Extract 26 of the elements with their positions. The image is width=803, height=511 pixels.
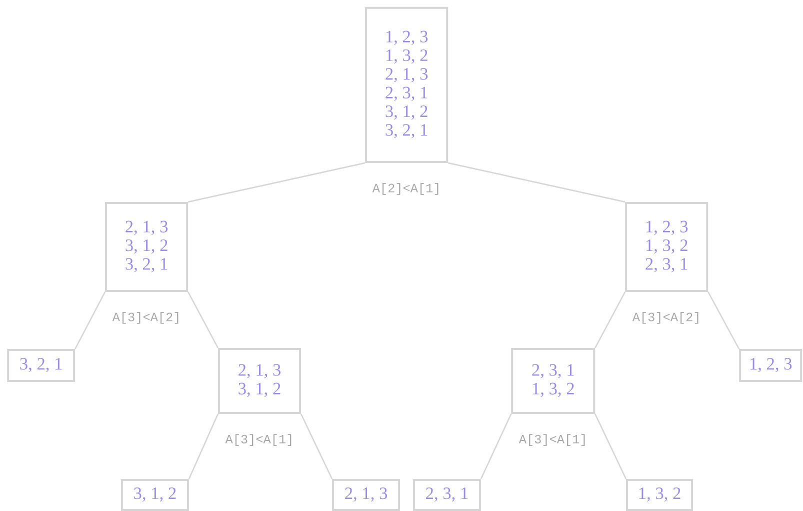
leaf-box: 2, 1, 3 xyxy=(332,478,400,511)
sequence-box: 2, 3, 1 1, 3, 2 xyxy=(511,348,596,414)
tree-branch xyxy=(74,292,106,350)
tree-branch xyxy=(188,414,219,480)
comparison-label: A[3]<A[2] xyxy=(112,312,178,324)
tree-branch xyxy=(300,414,333,480)
leaf-box: 3, 1, 2 xyxy=(120,478,189,511)
sequence-box: 1, 2, 3 1, 3, 2 2, 3, 1 xyxy=(625,202,708,292)
sequence-box: 2, 1, 3 3, 1, 2 xyxy=(218,348,302,414)
comparison-label: A[3]<A[1] xyxy=(225,434,292,446)
sequence-box: 2, 1, 3 3, 1, 2 3, 2, 1 xyxy=(105,202,188,292)
comparison-label: A[2]<A[1] xyxy=(372,183,438,195)
comparison-label: A[3]<A[1] xyxy=(518,434,585,446)
leaf-box: 3, 2, 1 xyxy=(7,349,76,382)
comparison-label: A[3]<A[2] xyxy=(632,312,698,324)
leaf-box: 1, 2, 3 xyxy=(739,349,802,382)
tree-branch xyxy=(594,414,627,480)
leaf-box: 2, 3, 1 xyxy=(412,478,481,511)
tree-branch xyxy=(480,414,512,480)
tree-branch xyxy=(448,162,626,203)
tree-branch xyxy=(188,162,366,203)
tree-branch xyxy=(708,292,740,350)
leaf-box: 1, 3, 2 xyxy=(626,478,694,511)
sequence-box: 1, 2, 3 1, 3, 2 2, 1, 3 2, 3, 1 3, 1, 2 3, 2, 1 xyxy=(365,6,448,163)
tree-branch xyxy=(188,292,219,348)
tree-branch xyxy=(594,292,626,348)
